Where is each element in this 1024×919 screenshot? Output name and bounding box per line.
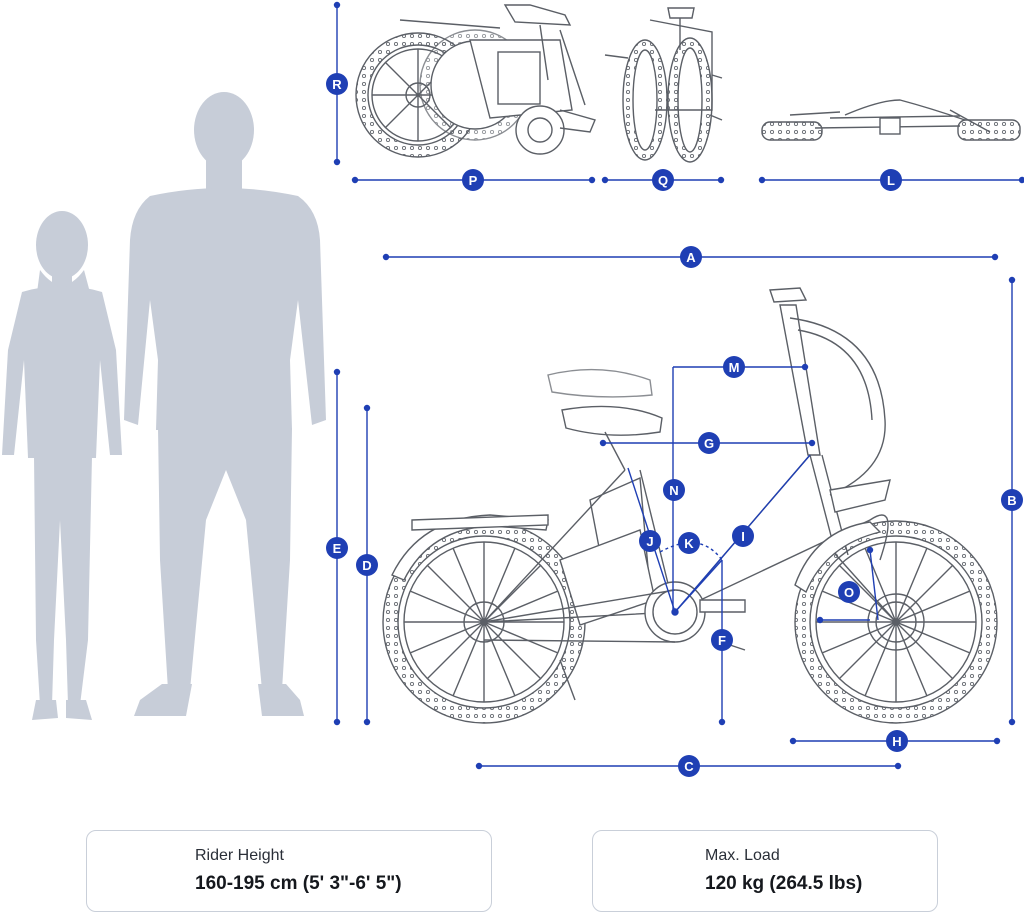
dimension-badge-label: K	[684, 536, 694, 551]
dimension-badge-p: P	[462, 169, 484, 191]
dimension-badge-label: F	[718, 633, 726, 648]
dimension-badge-label: D	[362, 558, 371, 573]
rider-silhouettes	[2, 92, 326, 720]
dimension-badge-d: D	[356, 554, 378, 576]
dimension-badge-e: E	[326, 537, 348, 559]
dimension-badge-f: F	[711, 629, 733, 651]
dimension-badge-label: A	[686, 250, 696, 265]
dimension-badge-label: I	[741, 529, 745, 544]
dimension-badge-label: L	[887, 173, 895, 188]
folded-handlebar	[762, 100, 1020, 140]
folded-bike-rear	[605, 8, 722, 162]
rider-height-value: 160-195 cm (5' 3"-6' 5")	[195, 873, 402, 895]
dimension-badge-label: P	[469, 173, 478, 188]
dimension-badge-o: O	[838, 581, 860, 603]
dimension-badge-m: M	[723, 356, 745, 378]
dimension-badge-k: K	[678, 532, 700, 554]
dimension-badge-l: L	[880, 169, 902, 191]
dimension-badge-label: M	[729, 360, 740, 375]
dimension-badge-label: H	[892, 734, 901, 749]
woman-silhouette	[2, 211, 122, 720]
dimension-badge-label: E	[333, 541, 342, 556]
rider-height-label: Rider Height	[195, 847, 284, 865]
ebike-side	[383, 288, 997, 723]
dimension-badge-n: N	[663, 479, 685, 501]
dimension-badge-label: R	[332, 77, 342, 92]
dimension-badge-label: C	[684, 759, 694, 774]
dimension-badge-label: G	[704, 436, 714, 451]
max-load-value: 120 kg (264.5 lbs)	[705, 873, 862, 895]
dimension-badge-b: B	[1001, 489, 1023, 511]
dimension-badge-a: A	[680, 246, 702, 268]
dimension-badge-i: I	[732, 525, 754, 547]
max-load-card: Max. Load 120 kg (264.5 lbs)	[592, 830, 938, 912]
dimension-badge-c: C	[678, 755, 700, 777]
dimension-badge-r: R	[326, 73, 348, 95]
dimension-badge-g: G	[698, 432, 720, 454]
dimension-badge-q: Q	[652, 169, 674, 191]
dimension-badge-label: N	[669, 483, 678, 498]
man-silhouette	[124, 92, 326, 716]
dimension-badge-label: O	[844, 585, 854, 600]
rider-height-card: Rider Height 160-195 cm (5' 3"-6' 5")	[86, 830, 492, 912]
dimension-badge-h: H	[886, 730, 908, 752]
dimension-badge-label: J	[646, 534, 653, 549]
folded-bike-side	[356, 5, 595, 157]
max-load-label: Max. Load	[705, 847, 780, 865]
dimension-badge-label: B	[1007, 493, 1016, 508]
dimension-badge-j: J	[639, 530, 661, 552]
dimension-badge-label: Q	[658, 173, 668, 188]
